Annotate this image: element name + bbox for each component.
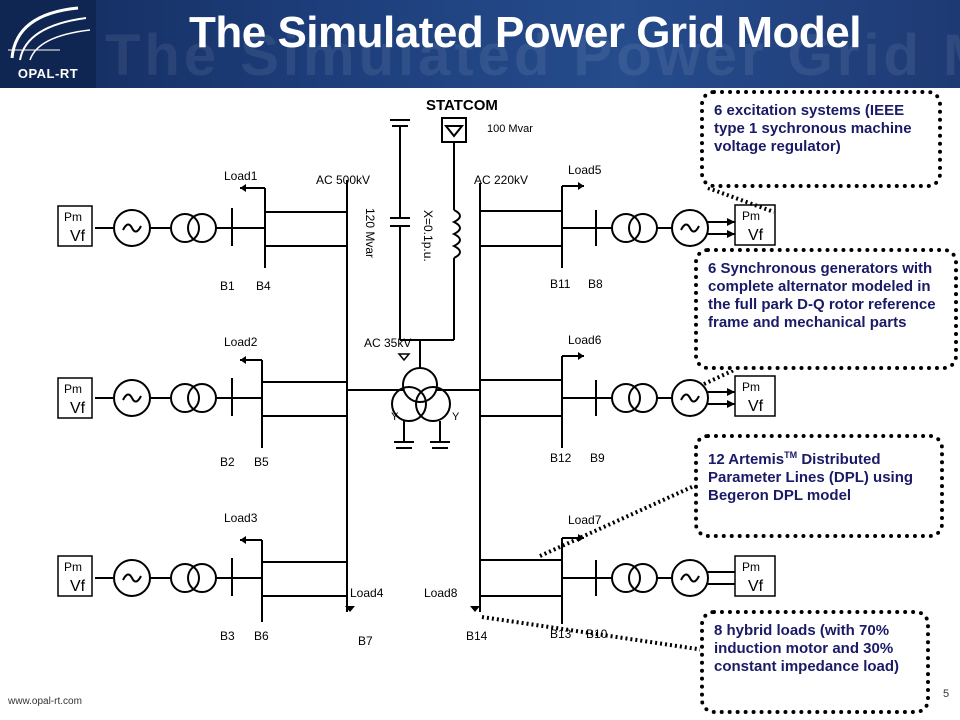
capacitor-label: 120 Mvar <box>363 208 377 258</box>
load3-label: Load3 <box>224 511 258 525</box>
bus-ac500-label: AC 500kV <box>316 173 370 187</box>
excitation-leader-line <box>707 186 775 214</box>
gen1-pm-label: Pm <box>64 210 82 224</box>
bus-b14-label: B14 <box>466 629 488 643</box>
gen6-pm-label: Pm <box>742 560 760 574</box>
gen4-vf-label: Vf <box>748 227 764 244</box>
callout-dpl-text: Distributed Parameter Lines (DPL) using … <box>708 451 914 504</box>
page-title: The Simulated Power Grid Model <box>189 8 861 57</box>
callout-dpl-lines: 12 ArtemisTM Distributed Parameter Lines… <box>694 434 944 538</box>
load6-label: Load6 <box>568 333 602 347</box>
bus-b3-label: B3 <box>220 629 235 643</box>
page-number: 5 <box>943 688 950 700</box>
bus-b1-label: B1 <box>220 279 235 293</box>
callout-excitation-systems: 6 excitation systems (IEEE type 1 sychro… <box>700 90 942 188</box>
logo: OPAL-RT <box>0 0 96 88</box>
load2-label: Load2 <box>224 335 258 349</box>
gen6-vf-label: Vf <box>748 578 764 595</box>
reactance-label: X=0.1p.u. <box>421 210 435 262</box>
load7-label: Load7 <box>568 513 602 527</box>
gen3-pm-label: Pm <box>64 560 82 574</box>
statcom-rating-label: 100 Mvar <box>487 123 533 135</box>
bus-b6-label: B6 <box>254 629 269 643</box>
logo-text: OPAL-RT <box>17 66 79 81</box>
bus-b13-label: B13 <box>550 627 572 641</box>
title-watermark: The Simulated Power Grid Model <box>105 23 960 88</box>
bus-b11-label: B11 <box>550 277 571 291</box>
statcom-label: STATCOM <box>426 97 498 114</box>
bus-b9-label: B9 <box>590 451 605 465</box>
dpl-leader-line <box>539 484 695 558</box>
winding-y-right: Y <box>452 411 460 423</box>
generators-leader-line <box>703 368 735 386</box>
gen1-vf-label: Vf <box>70 228 86 245</box>
trademark-mark: TM <box>784 450 798 460</box>
bus-b7-label: B7 <box>358 634 373 648</box>
logo-icon <box>8 6 91 61</box>
gen-control-box-3 <box>57 555 93 597</box>
winding-y-left: Y <box>391 411 399 423</box>
callout-excitation-text: 6 excitation systems (IEEE type 1 sychro… <box>714 102 912 155</box>
callout-generators-text: 6 Synchronous generators with complete a… <box>708 260 936 331</box>
gen-control-box-1 <box>57 205 93 247</box>
gen2-vf-label: Vf <box>70 400 86 417</box>
bus-b5-label: B5 <box>254 455 269 469</box>
gen2-pm-label: Pm <box>64 382 82 396</box>
callout-hybrid-loads: 8 hybrid loads (with 70% induction motor… <box>700 610 930 714</box>
gen-control-box-6 <box>734 555 776 597</box>
bus-b2-label: B2 <box>220 455 235 469</box>
footer-url: www.opal-rt.com <box>8 696 82 707</box>
bus-b12-label: B12 <box>550 451 572 465</box>
bus-ac220-label: AC 220kV <box>474 173 528 187</box>
load5-label: Load5 <box>568 163 602 177</box>
gen-control-box-2 <box>57 377 93 419</box>
gen5-vf-label: Vf <box>748 398 764 415</box>
load1-label: Load1 <box>224 169 258 183</box>
gen-control-box-4 <box>734 204 776 246</box>
power-grid-diagram: Pm Vf Pm Vf Pm Vf Pm Vf Pm Vf Pm Vf STAT… <box>57 97 776 652</box>
load4-label: Load4 <box>350 586 384 600</box>
gen3-vf-label: Vf <box>70 578 86 595</box>
header-banner: The Simulated Power Grid Model OPAL-RT T… <box>0 0 960 88</box>
callout-synchronous-generators: 6 Synchronous generators with complete a… <box>694 248 958 370</box>
bus-ac35-label: AC 35kV <box>364 336 411 350</box>
gen-control-box-5 <box>734 375 776 417</box>
bus-b8-label: B8 <box>588 277 603 291</box>
callout-dpl-prefix: 12 Artemis <box>708 451 785 468</box>
load8-label: Load8 <box>424 586 458 600</box>
callout-loads-text: 8 hybrid loads (with 70% induction motor… <box>714 622 900 675</box>
gen5-pm-label: Pm <box>742 380 760 394</box>
bus-b4-label: B4 <box>256 279 271 293</box>
gen4-pm-label: Pm <box>742 209 760 223</box>
